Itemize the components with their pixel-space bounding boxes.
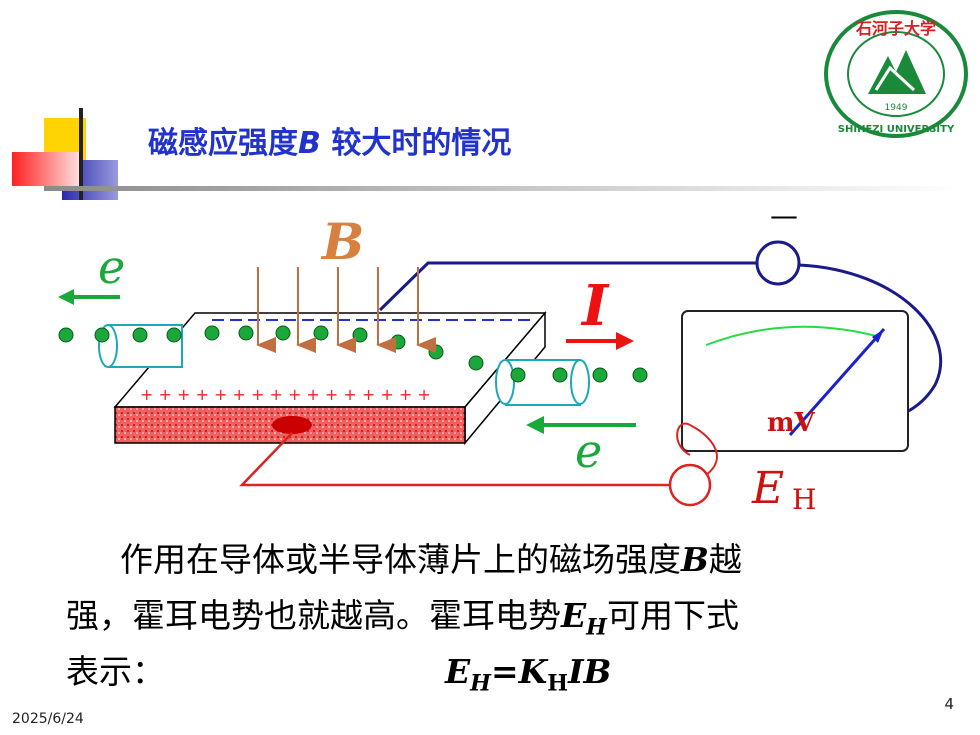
footer-date: 2025/6/24 — [12, 711, 84, 727]
body-line-3: 表示：EH=KHIB — [66, 652, 612, 697]
hall-voltage-subscript: H — [792, 483, 816, 515]
meter-needle — [788, 328, 886, 436]
top-terminal — [755, 240, 801, 286]
plus-charges: + + + + + + + + + + + + + + + + — [140, 385, 431, 404]
slide-title: 磁感应强度B 较大时的情况 — [148, 126, 512, 161]
vertical-rule — [79, 108, 83, 200]
meter-wire-red — [676, 422, 718, 476]
magnetic-field-arrows — [256, 267, 436, 353]
left-cylinder — [108, 324, 183, 368]
horizontal-rule — [44, 186, 964, 191]
hall-voltage-label: E — [751, 463, 784, 514]
university-logo: 1949 石河子大学 SHIHEZI UNIVERSITY — [824, 10, 968, 138]
title-var-b: B — [298, 126, 321, 161]
title-decoration — [12, 108, 964, 200]
minus-sign: — — [770, 199, 798, 232]
hall-effect-diagram: — + + + + + + + + + + + + + + + + B e e … — [58, 199, 942, 515]
millivoltmeter — [681, 310, 909, 452]
right-cylinder — [505, 359, 581, 406]
hall-formula: EH=KHIB — [445, 652, 612, 697]
svg-text:1949: 1949 — [885, 103, 908, 113]
body-line-2: 强，霍耳电势也就越高。霍耳电势EH可用下式 — [66, 596, 739, 641]
svg-text:石河子大学: 石河子大学 — [855, 19, 936, 38]
bottom-wire — [239, 432, 670, 487]
svg-text:SHIHEZI UNIVERSITY: SHIHEZI UNIVERSITY — [838, 124, 955, 135]
top-wire — [378, 261, 756, 312]
field-label-b: B — [320, 212, 364, 271]
bottom-contact — [272, 416, 312, 434]
electron-label-top: e — [98, 240, 125, 294]
bottom-terminal — [668, 463, 712, 507]
meter-unit: mV — [767, 408, 816, 438]
red-block — [12, 152, 80, 186]
page-number: 4 — [944, 695, 954, 713]
body-line-1: 作用在导体或半导体薄片上的磁场强度B越 — [120, 540, 742, 579]
current-label-i: I — [580, 273, 610, 339]
meter-scale — [705, 325, 881, 346]
electron-label-bottom: e — [575, 424, 602, 478]
